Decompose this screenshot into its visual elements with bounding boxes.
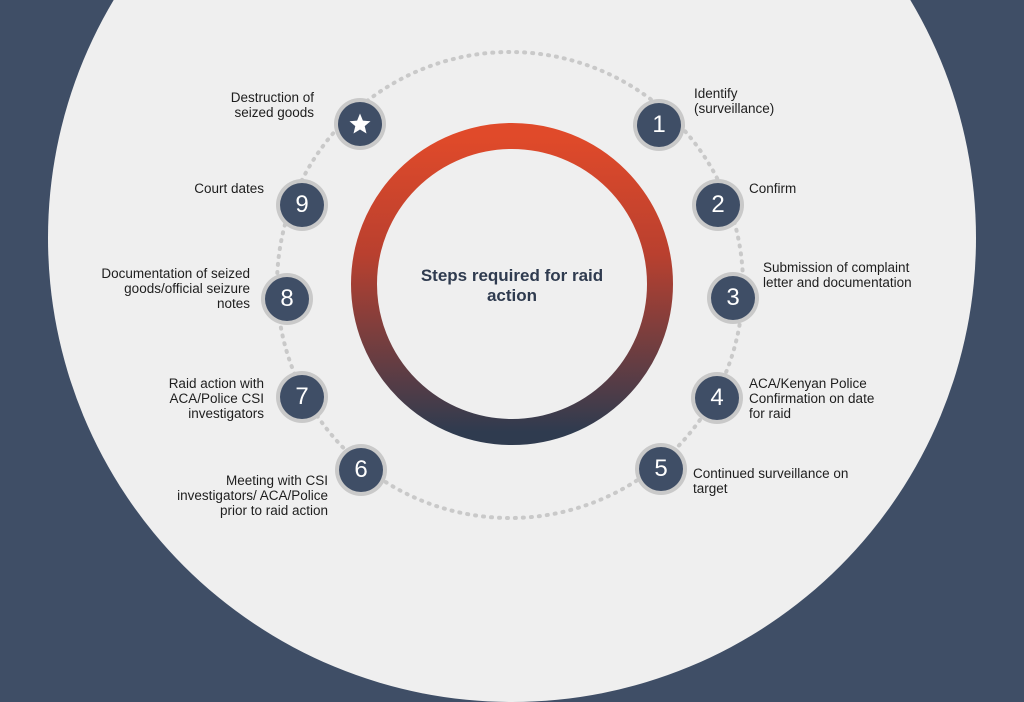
step-8-label: Documentation of seized goods/official s… [101, 266, 250, 311]
step-7-node: 7 [280, 375, 324, 419]
step-9-label: Court dates [194, 181, 264, 196]
step-1-node: 1 [637, 103, 681, 147]
step-9-node: 9 [280, 183, 324, 227]
step-6-label: Meeting with CSI investigators/ ACA/Poli… [177, 473, 328, 518]
step-7-label: Raid action with ACA/Police CSI investig… [168, 376, 264, 421]
step-5-label: Continued surveillance on target [693, 466, 849, 496]
step-4-label: ACA/Kenyan Police Confirmation on date f… [749, 376, 875, 421]
step-2-node: 2 [696, 183, 740, 227]
step-6-node: 6 [339, 448, 383, 492]
step-3-node: 3 [711, 276, 755, 320]
central-gradient-ring [351, 123, 673, 445]
step-3-label: Submission of complaint letter and docum… [763, 260, 912, 290]
center-title: Steps required for raid action [420, 266, 604, 305]
star-label: Destruction of seized goods [230, 90, 314, 120]
star-node [338, 102, 382, 146]
step-2-label: Confirm [749, 181, 797, 196]
step-1-label: Identify (surveillance) [694, 86, 775, 116]
star-icon [349, 113, 371, 134]
step-8-node: 8 [265, 277, 309, 321]
step-5-node: 5 [639, 447, 683, 491]
step-4-node: 4 [695, 376, 739, 420]
